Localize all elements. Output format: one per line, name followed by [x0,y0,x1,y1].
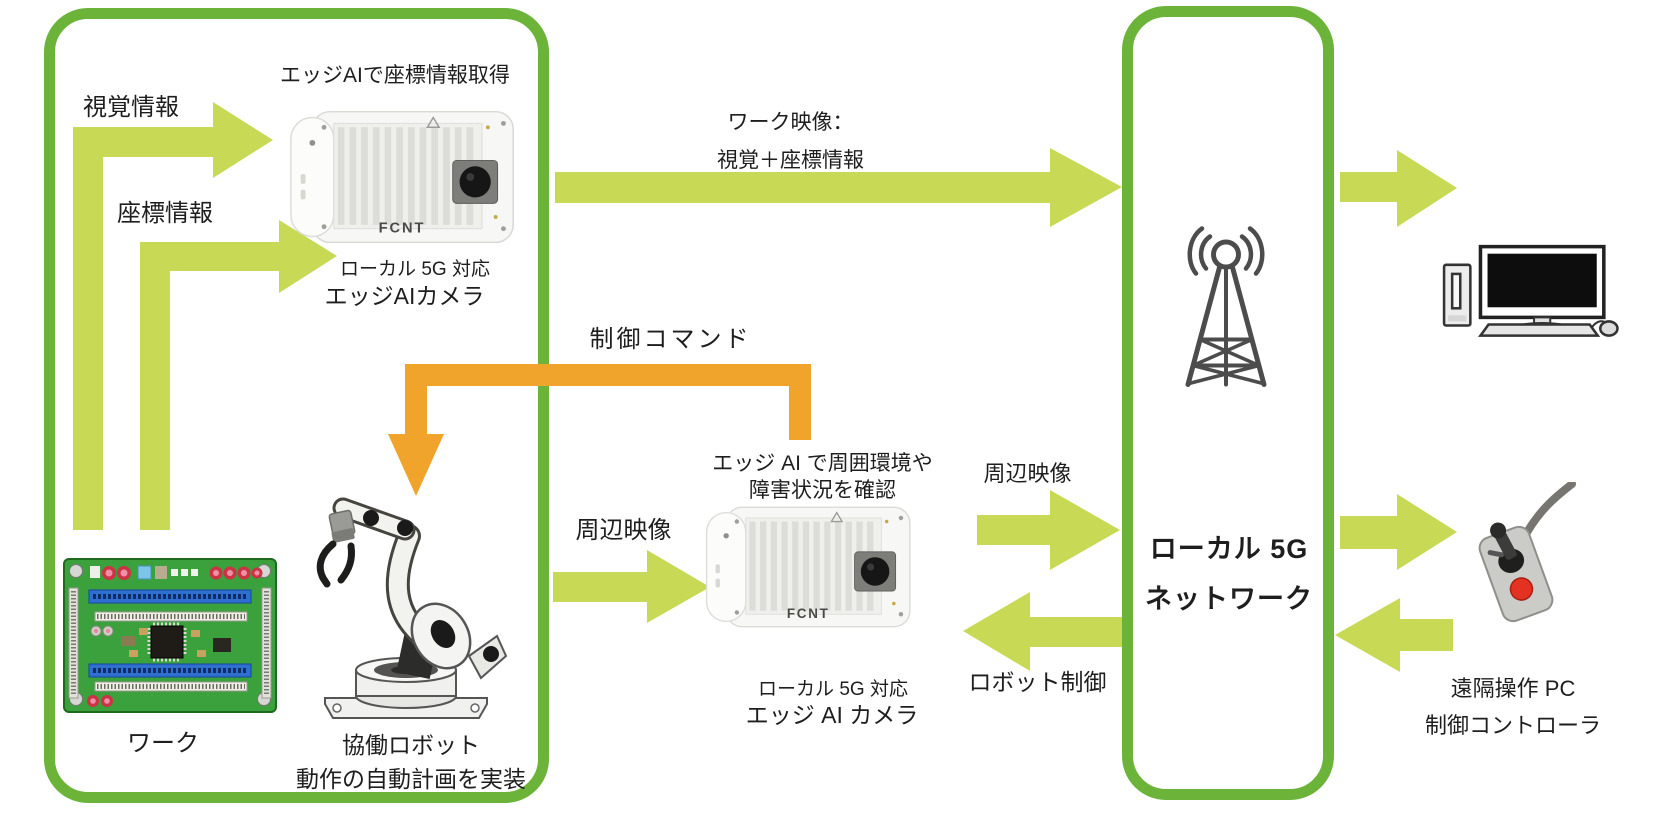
monitoring-pc-icon [1442,244,1619,337]
work-label: ワーク [127,730,199,757]
cam2-caption-line2: 障害状況を確認 [749,479,896,502]
network-title-line2: ネットワーク [1145,584,1313,614]
work-video-line1: ワーク映像： [727,111,854,134]
remote-pc-line1: 遠隔操作 PC [1450,676,1576,701]
collaborative-robot-image [316,497,508,719]
camera-brand-label: FCNT [787,606,830,621]
network-title: ローカル 5G ネットワーク [1125,524,1333,624]
cam2-caption: エッジ AI で周囲環境や 障害状況を確認 [690,450,955,504]
controller-cable [1522,482,1576,538]
arrow-robot-to-cam2 [553,550,710,623]
workpiece-board-image [63,558,277,713]
edge-ai-camera-1-image: FCNT [290,110,514,244]
remote-controller-icon [1478,482,1576,623]
camera-brand-label: FCNT [379,221,426,237]
controller-red-button [1509,577,1534,601]
cam2-sub-label: ローカル 5G 対応 [758,679,908,700]
arrow-network-to-cam2 [963,592,1122,671]
cam1-name-label: エッジAIカメラ [324,283,485,309]
arrow-coord-info [140,220,337,530]
pc-mouse [1599,320,1619,337]
robot-label-line1: 協働ロボット [342,732,480,758]
arrow-controller-to-network [1335,598,1453,672]
work-video-label: ワーク映像： 視覚＋座標情報 [668,104,913,180]
controller-body [1478,525,1554,623]
arrow-cam2-to-network [977,490,1120,570]
control-command-label: 制御コマンド [589,326,752,353]
remote-pc-line2: 制御コントローラ [1424,713,1601,738]
cam1-caption: エッジAIで座標情報取得 [280,64,510,87]
arrow-network-to-pc [1340,150,1457,227]
remote-pc-label: 遠隔操作 PC 制御コントローラ [1400,670,1626,744]
arrow-control-command [388,364,811,496]
surround-video-left-label: 周辺映像 [575,517,672,544]
robot-control-label: ロボット制御 [968,669,1107,695]
local-5g-network-box [1122,6,1334,800]
arrow-work-video [555,148,1122,227]
pc-keyboard [1477,323,1601,337]
robot-label-line2: 動作の自動計画を実装 [296,766,526,792]
camera-lens [459,166,491,198]
coord-info-label: 座標情報 [117,200,213,227]
edge-ai-camera-2-image: FCNT [705,506,911,628]
visual-info-label: 視覚情報 [83,94,179,121]
surround-video-right-label: 周辺映像 [983,461,1072,486]
factory-group-box [44,8,549,803]
cam1-sub-label: ローカル 5G 対応 [340,259,490,280]
camera-logo-mark [426,116,441,129]
cam2-name-label: エッジ AI カメラ [745,702,919,728]
camera-lens [860,557,890,586]
work-video-line2: 視覚＋座標情報 [717,149,864,172]
board-main-chip [150,625,184,659]
arrow-network-to-controller [1340,494,1457,570]
arrow-visual-info [73,102,273,530]
radio-tower-icon [1185,226,1267,387]
cam2-caption-line1: エッジ AI で周囲環境や [712,452,933,475]
camera-logo-mark [830,511,844,523]
network-title-line1: ローカル 5G [1149,534,1309,564]
robot-label: 協働ロボット 動作の自動計画を実装 [286,728,536,796]
